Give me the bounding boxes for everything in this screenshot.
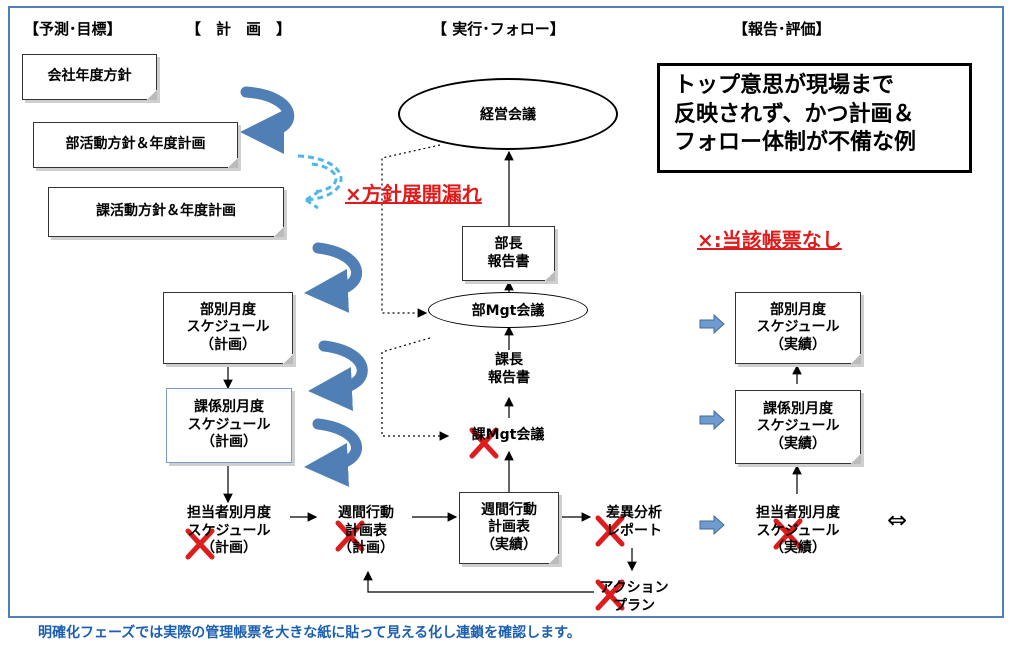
section-policy-box: 課活動方針＆年度計画 <box>48 187 284 237</box>
person-monthly-plan: 担当者別月度 スケジュール （計画） <box>187 505 271 556</box>
management-meeting: 経営会議 <box>398 78 618 150</box>
block-arrows <box>699 313 725 536</box>
double-arrow-icon: ⇔ <box>886 506 908 534</box>
no-forms-label: ×:当該帳票なし <box>697 228 842 252</box>
curved-arrow-2 <box>304 242 362 313</box>
header-forecast: 【予測･目標】 <box>24 20 122 38</box>
dept-mgt-meeting: 部Mgt会議 <box>428 292 588 328</box>
company-policy-box: 会社年度方針 <box>22 54 157 100</box>
curved-arrow-1 <box>240 86 295 154</box>
header-plan: 【 計 画 】 <box>186 20 292 38</box>
dept-policy-box: 部活動方針＆年度計画 <box>33 122 238 168</box>
red-x-marks <box>185 427 803 611</box>
dept-monthly-plan-box: 部別月度 スケジュール （計画） <box>163 292 293 364</box>
footer-note: 明確化フェーズでは実際の管理帳票を大きな紙に貼って見える化し連鎖を確認します。 <box>38 625 581 641</box>
diagram-frame <box>8 6 1004 618</box>
dept-monthly-actual-box: 部別月度 スケジュール （実績） <box>735 292 861 364</box>
dept-manager-report: 部長 報告書 <box>462 226 555 281</box>
callout-box: トップ意思が現場まで 反映されず、かつ計画＆ フォロー体制が不備な例 <box>657 63 972 173</box>
section-manager-report: 課長 報告書 <box>488 352 530 386</box>
person-monthly-actual: 担当者別月度 スケジュール （実績） <box>756 505 840 556</box>
weekly-actual-box: 週間行動 計画表 （実績） <box>459 492 559 564</box>
curved-arrow-4 <box>304 418 362 487</box>
weekly-plan: 週間行動 計画表 （計画） <box>338 505 394 556</box>
variance-report: 差異分析 レポート <box>606 505 662 539</box>
policy-missing-label: ×方針展開漏れ <box>345 182 482 206</box>
header-report: 【報告･評価】 <box>733 20 831 38</box>
section-monthly-plan-box: 課係別月度 スケジュール （計画） <box>166 388 292 463</box>
action-plan: アクション プラン <box>599 580 669 614</box>
header-execute: 【 実行･フォロー】 <box>432 20 565 38</box>
section-monthly-actual-box: 課係別月度 スケジュール （実績） <box>735 390 861 464</box>
curved-arrow-3 <box>308 340 368 411</box>
dashed-arrow <box>297 154 343 210</box>
section-mgt-meeting: 課Mgt会議 <box>471 427 545 443</box>
